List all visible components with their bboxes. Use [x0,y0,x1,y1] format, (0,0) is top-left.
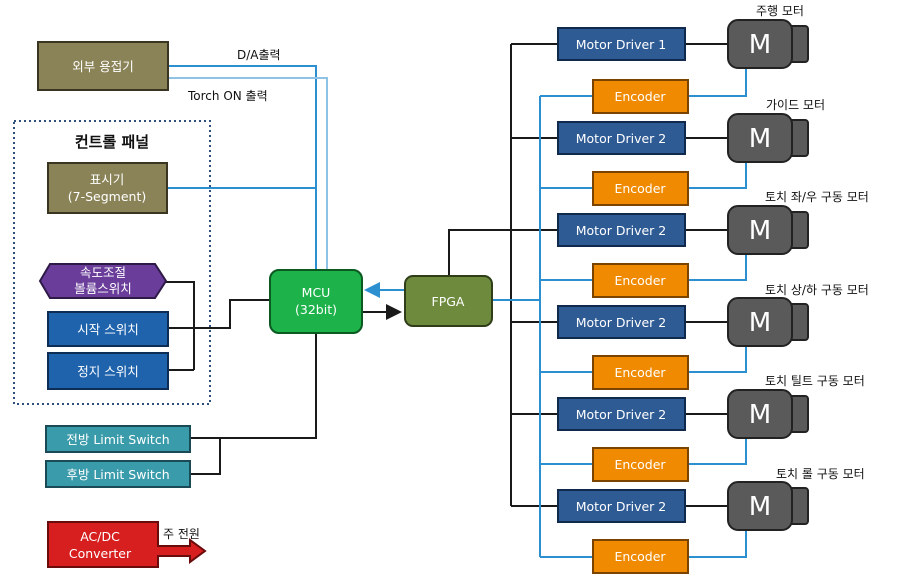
torch-on-line [168,77,328,270]
front-limit-switch-box: 전방 Limit Switch [45,425,191,453]
external-welder-box: 외부 용접기 [37,41,169,91]
motor-name-label: 가이드 모터 [766,98,825,112]
acdc-converter-arrow: AC/DC Converter [47,521,207,568]
switch-bus-line [164,281,270,371]
display-label-1: 표시기 [90,172,125,187]
motor-icon: M [727,389,809,439]
motor-icon: M [727,19,809,69]
rear-limit-label: 후방 Limit Switch [66,467,169,482]
encoder-box: Encoder [592,355,689,390]
encoder-box: Encoder [592,539,689,574]
motor-channel: Motor Driver 2 Encoder M 토치 좌/우 구동 모터 [557,190,869,298]
speed-label-1: 속도조절 [80,265,126,280]
motor-icon: M [727,205,809,255]
encoder-box: Encoder [592,447,689,482]
stop-switch-box: 정지 스위치 [47,352,169,390]
motor-symbol: M [749,308,771,338]
encoder-label: Encoder [614,89,666,104]
da-output-label: D/A출력 [237,48,281,62]
motor-driver-label: Motor Driver 2 [576,315,667,330]
motor-driver-label: Motor Driver 2 [576,407,667,422]
connection-lines [164,43,747,558]
motor-icon: M [727,481,809,531]
encoder-label: Encoder [614,457,666,472]
motor-icon: M [727,297,809,347]
driver-to-motor-lines [685,43,728,507]
limit-switch-line [190,333,317,475]
mcu-label-2: (32bit) [295,302,337,317]
fpga-box: FPGA [404,275,493,327]
motor-channel: Motor Driver 2 Encoder M 토치 상/하 구동 모터 [557,283,869,390]
motor-channel: Motor Driver 1 Encoder M 주행 모터 [557,3,809,114]
motor-driver-label: Motor Driver 1 [576,37,667,52]
motor-driver-box: Motor Driver 2 [557,121,686,155]
main-power-label: 주 전원 [163,527,200,541]
mcu-label-1: MCU [302,285,331,300]
motor-to-encoder-lines [688,68,747,558]
motor-driver-box: Motor Driver 2 [557,213,686,247]
motor-name-label: 토치 좌/우 구동 모터 [765,190,869,204]
display-box: 표시기 (7-Segment) [47,162,168,214]
motor-driver-box: Motor Driver 2 [557,397,686,431]
motor-name-label: 토치 롤 구동 모터 [776,467,865,481]
encoder-label: Encoder [614,181,666,196]
encoder-label: Encoder [614,549,666,564]
motor-name-label: 토치 틸트 구동 모터 [765,374,865,388]
motor-driver-label: Motor Driver 2 [576,223,667,238]
front-limit-label: 전방 Limit Switch [66,432,169,447]
motor-name-label: 주행 모터 [756,3,804,18]
acdc-label-1: AC/DC [80,529,120,544]
external-welder-label: 외부 용접기 [72,59,133,74]
encoder-box: Encoder [592,263,689,298]
control-panel-group: 컨트롤 패널 표시기 (7-Segment) 속도조절 볼륨스위치 시작 스위치… [13,120,211,405]
motor-channel: Motor Driver 2 Encoder M 토치 롤 구동 모터 [557,467,865,574]
encoder-label: Encoder [614,273,666,288]
speed-label-2: 볼륨스위치 [74,281,132,296]
encoder-label: Encoder [614,365,666,380]
motor-channel: Motor Driver 2 Encoder M 가이드 모터 [557,98,825,206]
encoder-box: Encoder [592,79,689,114]
speed-volume-switch: 속도조절 볼륨스위치 [38,263,168,299]
torch-on-label: Torch ON 출력 [187,89,268,103]
motor-driver-box: Motor Driver 2 [557,305,686,339]
motor-symbol: M [749,492,771,522]
fpga-label: FPGA [432,294,465,309]
rear-limit-switch-box: 후방 Limit Switch [45,460,191,488]
da-output-line [168,65,317,270]
control-panel-title: 컨트롤 패널 [75,133,149,151]
stop-switch-label: 정지 스위치 [77,364,138,379]
start-switch-box: 시작 스위치 [47,311,169,347]
motor-symbol: M [749,30,771,60]
motor-driver-label: Motor Driver 2 [576,131,667,146]
motor-driver-label: Motor Driver 2 [576,499,667,514]
driver-bus [448,43,558,507]
encoder-box: Encoder [592,171,689,206]
start-switch-label: 시작 스위치 [77,322,138,337]
motor-symbol: M [749,124,771,154]
motor-symbol: M [749,216,771,246]
motor-icon: M [727,113,809,163]
motor-name-label: 토치 상/하 구동 모터 [765,283,869,297]
acdc-label-2: Converter [69,546,132,561]
encoder-bus [492,95,593,558]
mcu-box: MCU (32bit) [269,269,363,334]
motor-driver-box: Motor Driver 2 [557,489,686,523]
motor-symbol: M [749,400,771,430]
motor-driver-box: Motor Driver 1 [557,27,686,61]
display-label-2: (7-Segment) [68,189,146,204]
motor-channel: Motor Driver 2 Encoder M 토치 틸트 구동 모터 [557,374,865,482]
